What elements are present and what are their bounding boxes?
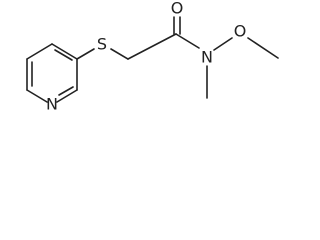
molecule-canvas: N S O N O xyxy=(26,0,279,114)
carbonyl-oxygen-label: O xyxy=(171,0,184,18)
ring-bond-c5-c4 xyxy=(26,43,53,60)
methoxy-oxygen-label: O xyxy=(234,22,247,41)
structure-diagram: N S O N O xyxy=(26,0,279,114)
ring-bond-n-c6 xyxy=(26,89,48,103)
bond-carbonyl-n xyxy=(175,33,200,49)
ring-double-bond-2 xyxy=(58,86,74,96)
amide-nitrogen-label: N xyxy=(201,48,213,67)
bond-ring-s xyxy=(76,48,95,60)
bond-ch2-carbonyl xyxy=(127,33,177,60)
bond-s-ch2 xyxy=(110,48,129,60)
bond-n-o xyxy=(213,37,233,51)
sulfur-label: S xyxy=(97,35,107,54)
pyridine-nitrogen-label: N xyxy=(46,95,58,114)
ring-double-bond-1 xyxy=(54,49,73,61)
ring-bond-c2-n xyxy=(56,89,78,103)
bond-o-methyl xyxy=(247,37,279,59)
ring-bond-c4-c3 xyxy=(51,43,78,60)
